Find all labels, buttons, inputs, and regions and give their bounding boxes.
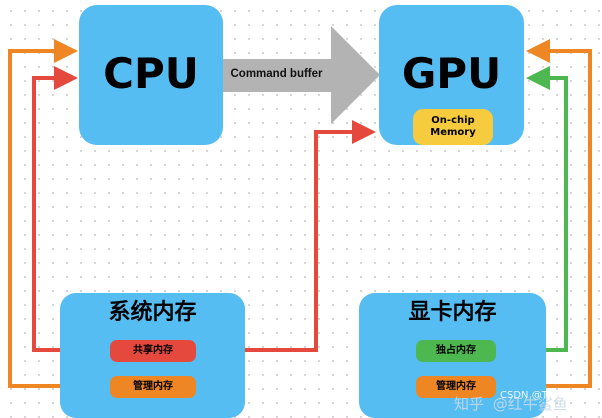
command-buffer-label: Command buffer — [230, 68, 323, 80]
on-chip-memory-badge: On-chip Memory — [413, 109, 493, 145]
gpu-label: GPU — [401, 49, 502, 98]
cpu-box: CPU — [79, 5, 223, 145]
system-memory-box: 系统内存 共享内存 管理内存 — [60, 293, 245, 418]
private-memory-pill: 独占内存 — [416, 340, 496, 362]
system-memory-title: 系统内存 — [108, 300, 197, 325]
watermark-handle-text: @红牛鲨鱼 — [492, 395, 568, 413]
watermark-site: 知乎 @红牛鲨鱼 — [454, 393, 568, 414]
video-memory-box: 显卡内存 独占内存 管理内存 — [359, 293, 546, 418]
gpu-box: GPU On-chip Memory — [379, 5, 524, 145]
shared-memory-pill: 共享内存 — [110, 340, 196, 362]
watermark-site-text: 知乎 — [454, 395, 485, 413]
video-memory-title: 显卡内存 — [408, 300, 497, 325]
system-managed-memory-pill: 管理内存 — [110, 376, 196, 398]
watermark-csdn: CSDN @Tadas-Gao — [500, 390, 594, 401]
video-managed-memory-pill: 管理内存 — [416, 376, 496, 398]
cpu-label: CPU — [103, 49, 199, 98]
